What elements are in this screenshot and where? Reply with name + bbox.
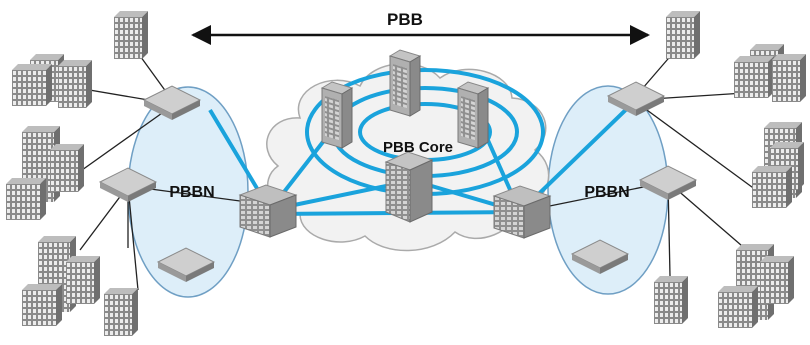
building-icon	[104, 288, 138, 336]
right-pbbn-label: PBBN	[584, 184, 629, 201]
core-server-rack-icon	[457, 81, 489, 149]
core-server-rack-icon	[321, 81, 353, 149]
building-icon	[734, 44, 806, 102]
building-icon	[666, 11, 700, 59]
building-icon	[12, 54, 92, 108]
building-icon	[6, 126, 84, 220]
building-icon	[654, 276, 688, 324]
building-icon	[22, 236, 100, 326]
building-icon	[752, 122, 804, 208]
core-center-router-icon	[384, 151, 434, 223]
right-edge-router-icon	[493, 185, 551, 239]
pbb-span-label: PBB	[387, 10, 423, 29]
left-edge-router-icon	[239, 184, 297, 238]
building-icon	[114, 11, 148, 59]
pbb-core-label: PBB Core	[383, 139, 453, 156]
left-pbbn-label: PBBN	[169, 184, 214, 201]
building-icon	[718, 244, 794, 328]
core-server-rack-icon	[389, 49, 421, 117]
